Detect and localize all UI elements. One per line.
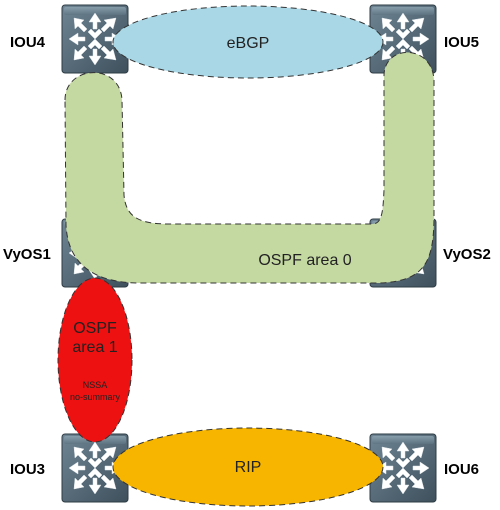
zone-ebgp-label: eBGP bbox=[227, 35, 270, 52]
router-label-iou6: IOU6 bbox=[444, 461, 479, 478]
router-label-iou3: IOU3 bbox=[10, 461, 45, 478]
zone-ospf-area-1-label-line2: area 1 bbox=[72, 339, 117, 356]
zone-ospf-area-0 bbox=[64, 51, 435, 284]
router-label-iou5: IOU5 bbox=[444, 34, 479, 51]
zone-ospf-area-0-label: OSPF area 0 bbox=[258, 252, 351, 269]
zone-ospf-area-1-note-line1: NSSA bbox=[83, 380, 108, 390]
zone-rip bbox=[112, 427, 384, 507]
zone-ospf-area-1-note-line2: no-summary bbox=[70, 392, 121, 402]
zone-ospf-area-1-label-line1: OSPF bbox=[73, 320, 117, 337]
zone-ospf-area-1 bbox=[57, 277, 133, 443]
router-label-iou4: IOU4 bbox=[10, 34, 46, 51]
zone-rip-label: RIP bbox=[235, 459, 262, 476]
router-label-vyos1: VyOS1 bbox=[3, 246, 51, 263]
router-label-vyos2: VyOS2 bbox=[443, 246, 491, 263]
zone-ebgp bbox=[112, 5, 384, 79]
